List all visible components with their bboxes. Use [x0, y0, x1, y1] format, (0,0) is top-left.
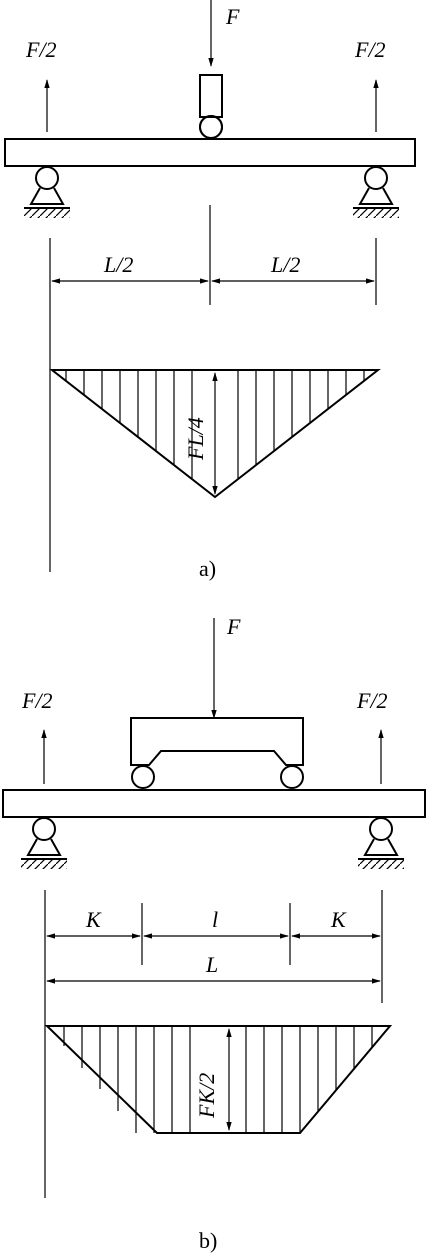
left-support-a [24, 166, 70, 218]
beam-b [2, 789, 426, 818]
left-span-label-b: K [85, 907, 102, 932]
roller-left-b [131, 765, 155, 789]
left-span-label-a: L/2 [103, 252, 133, 277]
beam-a [4, 138, 416, 167]
diagram-b: F F/2 F/2 K [2, 614, 426, 1253]
caption-a: a) [199, 556, 216, 581]
moment-label-a: FL/4 [183, 417, 208, 461]
roller-right-b [280, 765, 304, 789]
moment-diagram-a: FL/4 [49, 369, 381, 499]
left-reaction-label-b: F/2 [21, 688, 53, 713]
load-label-b: F [226, 614, 241, 639]
caption-b: b) [199, 1228, 217, 1253]
right-support-b [358, 817, 404, 869]
diagram-a: F F/2 F/2 L/2 [4, 0, 416, 581]
load-pin-a [199, 74, 223, 139]
left-reaction-label-a: F/2 [25, 37, 57, 62]
load-frame-b [130, 717, 304, 766]
left-support-b [21, 817, 67, 869]
right-support-a [353, 166, 399, 218]
moment-diagram-b: FK/2 [44, 1025, 393, 1134]
load-label-a: F [225, 4, 240, 29]
middle-span-label-b: l [212, 907, 218, 932]
right-reaction-label-a: F/2 [354, 37, 386, 62]
total-span-label-b: L [205, 952, 218, 977]
right-reaction-label-b: F/2 [356, 688, 388, 713]
moment-label-b: FK/2 [194, 1073, 219, 1119]
right-span-label-a: L/2 [270, 252, 300, 277]
right-span-label-b: K [330, 907, 347, 932]
